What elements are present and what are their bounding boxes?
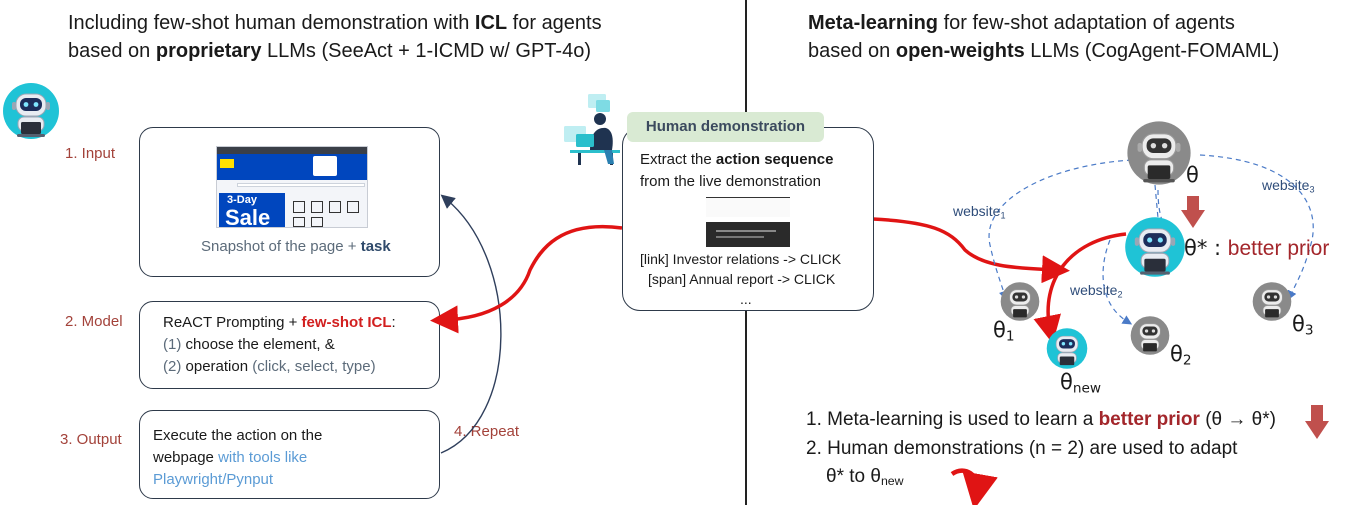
point1-down-arrow xyxy=(1305,405,1329,439)
demo-line2: from the live demonstration xyxy=(640,173,821,190)
step-label-input: 1. Input xyxy=(65,145,116,162)
snapshot-search-bar xyxy=(237,183,365,187)
agent-robot-icon xyxy=(3,83,59,139)
demo-line1: Extract the action sequence xyxy=(640,151,834,168)
model-box: ReACT Prompting + few-shot ICL: (1) choo… xyxy=(139,301,440,389)
label-website2: website2 xyxy=(1070,282,1123,300)
website2-arrow-lower xyxy=(1102,239,1133,325)
snapshot-product-tile xyxy=(311,217,323,227)
input-box: 3-Day Sale Snapshot of the page + task xyxy=(139,127,440,277)
adapt-arrow xyxy=(1033,232,1127,344)
output-line2: webpage with tools like xyxy=(153,449,308,466)
snapshot-product-tile xyxy=(347,201,359,213)
model-line1: ReACT Prompting + few-shot ICL: xyxy=(163,314,396,331)
snapshot-sale-big: Sale xyxy=(225,205,271,228)
demo-action1: [link] Investor relations -> CLICK xyxy=(640,251,842,267)
snapshot-top-bar xyxy=(217,147,367,154)
demo-ellipsis: ... xyxy=(740,291,752,307)
label-theta2: θ2 xyxy=(1170,342,1192,369)
step-label-output: 3. Output xyxy=(60,431,122,448)
demo-action2: [span] Annual report -> CLICK xyxy=(648,271,836,287)
snapshot-sale-small: 3-Day xyxy=(227,194,257,206)
point2-line1: 2. Human demonstrations (n = 2) are used… xyxy=(806,438,1238,459)
label-theta-new: θnew xyxy=(1060,370,1102,397)
left-heading-line2: based on proprietary LLMs (SeeAct + 1-IC… xyxy=(68,40,591,62)
snapshot-yellow-logo xyxy=(220,159,234,168)
snapshot-sale-panel xyxy=(219,193,285,227)
demo-to-meta-arrow xyxy=(872,217,1070,284)
step-label-model: 2. Model xyxy=(65,313,123,330)
input-caption: Snapshot of the page + task xyxy=(201,238,391,255)
repeat-arrow-path xyxy=(440,194,502,454)
theta-to-thetastar-arrow xyxy=(1154,184,1159,219)
demo-thumbnail-row xyxy=(716,236,764,238)
robot-theta2-icon xyxy=(1130,316,1170,355)
human-demonstration-tag-label: Human demonstration xyxy=(645,118,806,135)
point2-line2: θ* to θnew xyxy=(826,466,904,489)
label-website3: website3 xyxy=(1262,177,1315,195)
model-line3: (2) operation (click, select, type) xyxy=(163,358,376,375)
label-website1: website1 xyxy=(953,203,1006,221)
robot-theta-icon xyxy=(1127,121,1191,185)
human-demonstration-box xyxy=(622,127,874,311)
demo-to-model-arrow xyxy=(430,224,623,334)
demo-thumbnail-page xyxy=(706,197,790,217)
output-line1: Execute the action on the xyxy=(153,427,323,444)
demo-thumbnail-dark xyxy=(706,222,790,247)
output-line3: Playwright/Pynput xyxy=(153,471,274,488)
website1-arrow xyxy=(988,159,1133,301)
left-heading-line1: Including few-shot human demonstration w… xyxy=(68,12,602,34)
snapshot-product-tile xyxy=(293,201,305,213)
snapshot-product-tile xyxy=(329,201,341,213)
snapshot-banner-card xyxy=(313,156,337,176)
webpage-snapshot: 3-Day Sale xyxy=(216,146,368,228)
snapshot-product-tile xyxy=(311,201,323,213)
robot-theta-star-icon xyxy=(1125,217,1185,277)
step-label-repeat: 4. Repeat xyxy=(454,423,520,440)
right-heading-line1: Meta-learning for few-shot adaptation of… xyxy=(808,12,1235,34)
website3-arrow xyxy=(1199,154,1314,301)
human-demonstration-tag xyxy=(627,112,824,142)
point1: 1. Meta-learning is used to learn a bett… xyxy=(806,409,1276,430)
human-demonstrator-icon xyxy=(564,94,620,165)
label-theta3: θ3 xyxy=(1292,312,1314,339)
label-theta1: θ1 xyxy=(993,318,1015,345)
label-theta: θ xyxy=(1186,163,1199,187)
right-heading-line2: based on open-weights LLMs (CogAgent-FOM… xyxy=(808,40,1280,62)
model-line2: (1) choose the element, & xyxy=(163,336,335,353)
output-box: Execute the action on the webpage with t… xyxy=(139,410,440,499)
snapshot-blue-banner xyxy=(217,154,367,180)
robot-theta1-icon xyxy=(1000,282,1040,321)
point2-curved-arrow xyxy=(950,468,998,505)
demo-thumbnail-row xyxy=(716,230,776,232)
robot-theta-new-icon xyxy=(1046,328,1088,369)
label-theta-star: θ* : better prior xyxy=(1184,236,1330,260)
prior-down-arrow xyxy=(1181,196,1205,228)
robot-theta3-icon xyxy=(1252,282,1292,321)
snapshot-product-tile xyxy=(293,217,305,227)
